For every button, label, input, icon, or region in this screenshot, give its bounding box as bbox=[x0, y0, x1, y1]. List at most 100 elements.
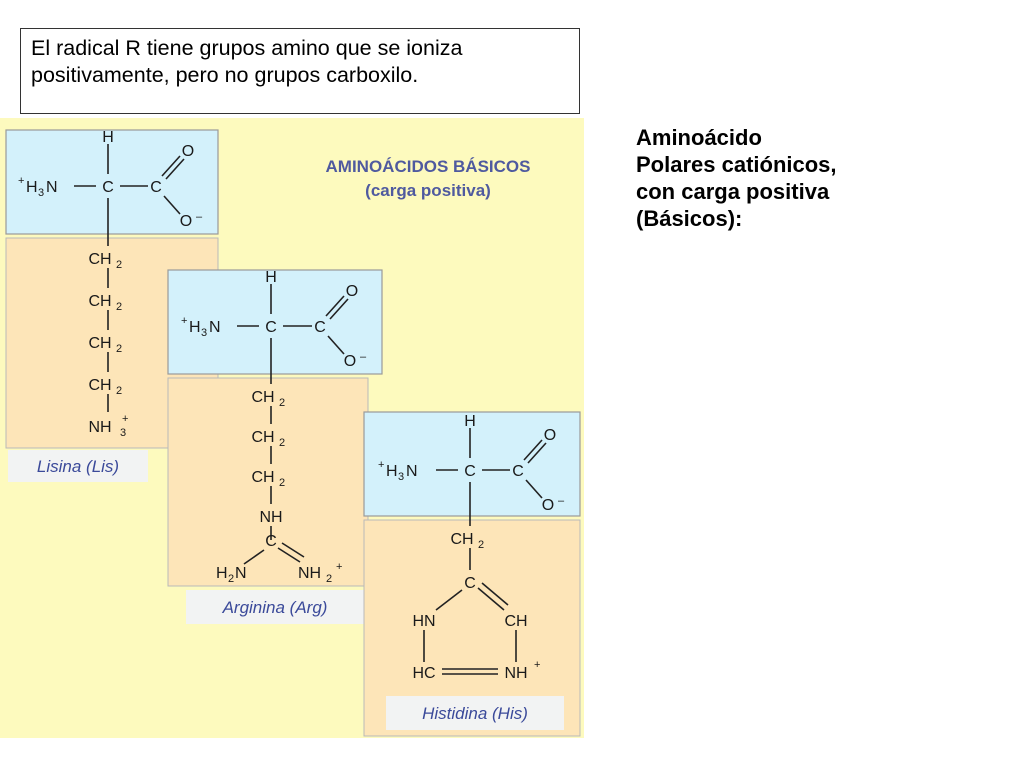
bond bbox=[481, 582, 509, 606]
arginina-nh2-plus: NH 2 + bbox=[298, 561, 342, 585]
histidina-name: Histidina (His) bbox=[422, 704, 528, 723]
svg-text:CH: CH bbox=[251, 429, 274, 446]
svg-text:CH: CH bbox=[450, 531, 473, 548]
histidina-core-panel bbox=[363, 411, 581, 517]
lisina-ch2-2: CH 2 bbox=[88, 293, 122, 313]
category-line-2: Polares catiónicos, bbox=[636, 152, 837, 177]
figure-subheading: (carga positiva) bbox=[365, 181, 491, 200]
subscript-3: 3 bbox=[398, 471, 404, 483]
h-label: H bbox=[265, 269, 277, 286]
bond bbox=[163, 195, 181, 215]
h-label: H bbox=[26, 179, 38, 196]
h-label: H bbox=[102, 129, 114, 146]
c-alpha-label: C bbox=[464, 463, 476, 480]
note-line-1: El radical R tiene grupos amino que se i… bbox=[31, 36, 463, 60]
o-double-label: O bbox=[346, 283, 358, 300]
lisina-name-box bbox=[8, 450, 148, 482]
category-line-3: con carga positiva bbox=[636, 179, 830, 204]
explanation-note: El radical R tiene grupos amino que se i… bbox=[20, 28, 580, 114]
histidina-ring-c: C bbox=[464, 575, 476, 592]
arginina-core-panel bbox=[167, 269, 383, 375]
svg-text:2: 2 bbox=[279, 397, 285, 409]
category-line-4: (Básicos): bbox=[636, 206, 743, 231]
arginina-side-chain-panel bbox=[167, 377, 369, 587]
arginina-name: Arginina (Arg) bbox=[222, 598, 328, 617]
bond bbox=[435, 589, 463, 611]
svg-text:NH: NH bbox=[504, 665, 527, 682]
svg-text:NH: NH bbox=[298, 565, 321, 582]
minus-label: – bbox=[360, 351, 367, 363]
svg-text:NH: NH bbox=[88, 419, 111, 436]
lisina-core-panel bbox=[5, 129, 219, 235]
svg-text:CH: CH bbox=[88, 377, 111, 394]
histidina-hn: HN bbox=[412, 613, 435, 630]
bond bbox=[325, 295, 345, 317]
bond bbox=[165, 158, 185, 180]
bond bbox=[243, 549, 265, 565]
svg-text:2: 2 bbox=[228, 573, 234, 585]
arginina-c: C bbox=[265, 533, 277, 550]
lisina-ch2-4: CH 2 bbox=[88, 377, 122, 397]
arginina-name-box bbox=[186, 590, 364, 624]
svg-text:2: 2 bbox=[116, 259, 122, 271]
c-alpha-label: C bbox=[102, 179, 114, 196]
svg-text:2: 2 bbox=[279, 477, 285, 489]
histidina-nh-plus: NH + bbox=[504, 659, 540, 682]
n-label: N bbox=[406, 463, 418, 480]
histidina-name-box bbox=[386, 696, 564, 730]
arginina-nh: NH bbox=[259, 509, 282, 526]
svg-text:CH: CH bbox=[88, 251, 111, 268]
subscript-3: 3 bbox=[38, 187, 44, 199]
bond bbox=[329, 298, 349, 320]
svg-text:2: 2 bbox=[326, 573, 332, 585]
svg-text:2: 2 bbox=[116, 385, 122, 397]
plus-label: + bbox=[181, 315, 187, 327]
h-label: H bbox=[386, 463, 398, 480]
histidina-hc: HC bbox=[412, 665, 435, 682]
plus-label: + bbox=[18, 175, 24, 187]
bond bbox=[523, 439, 543, 461]
h-label: H bbox=[189, 319, 201, 336]
subscript-3: 3 bbox=[201, 327, 207, 339]
svg-text:2: 2 bbox=[116, 343, 122, 355]
bond bbox=[527, 442, 547, 464]
svg-text:2: 2 bbox=[116, 301, 122, 313]
svg-text:H: H bbox=[216, 565, 228, 582]
svg-text:2: 2 bbox=[279, 437, 285, 449]
n-label: N bbox=[209, 319, 221, 336]
category-line-1: Aminoácido bbox=[636, 125, 762, 150]
svg-text:CH: CH bbox=[88, 293, 111, 310]
lisina-ch2-1: CH 2 bbox=[88, 251, 122, 271]
arginina-ch2-1: CH 2 bbox=[251, 389, 285, 409]
category-title: Aminoácido Polares catiónicos, con carga… bbox=[636, 124, 1016, 232]
lisina-ch2-3: CH 2 bbox=[88, 335, 122, 355]
minus-label: – bbox=[558, 495, 565, 507]
basic-amino-acids-figure: AMINOÁCIDOS BÁSICOS (carga positiva) H +… bbox=[5, 129, 581, 737]
bond bbox=[477, 587, 505, 611]
bond bbox=[525, 479, 543, 499]
svg-text:+: + bbox=[122, 413, 128, 425]
o-minus-label: O bbox=[344, 353, 356, 370]
svg-text:CH: CH bbox=[251, 469, 274, 486]
svg-text:3: 3 bbox=[120, 427, 126, 439]
figure-heading: AMINOÁCIDOS BÁSICOS bbox=[326, 157, 531, 176]
arginina-ch2-2: CH 2 bbox=[251, 429, 285, 449]
histidina-structure: H + H 3 N C C O O – CH 2 C HN CH HC NH +… bbox=[363, 411, 581, 737]
o-minus-label: O bbox=[180, 213, 192, 230]
n-label: N bbox=[46, 179, 58, 196]
c-carboxyl-label: C bbox=[512, 463, 524, 480]
arginina-structure: H + H 3 N C C O O – CH 2 CH 2 CH 2 NH C … bbox=[167, 269, 383, 624]
bond bbox=[281, 542, 305, 558]
svg-text:CH: CH bbox=[251, 389, 274, 406]
o-minus-label: O bbox=[542, 497, 554, 514]
svg-text:+: + bbox=[534, 659, 540, 671]
arginina-h2n: H 2 N bbox=[216, 565, 247, 585]
o-double-label: O bbox=[182, 143, 194, 160]
bond bbox=[277, 547, 301, 563]
o-double-label: O bbox=[544, 427, 556, 444]
histidina-ch2: CH 2 bbox=[450, 531, 484, 551]
arginina-ch2-3: CH 2 bbox=[251, 469, 285, 489]
lisina-name: Lisina (Lis) bbox=[37, 457, 119, 476]
c-carboxyl-label: C bbox=[150, 179, 162, 196]
bond bbox=[161, 155, 181, 177]
